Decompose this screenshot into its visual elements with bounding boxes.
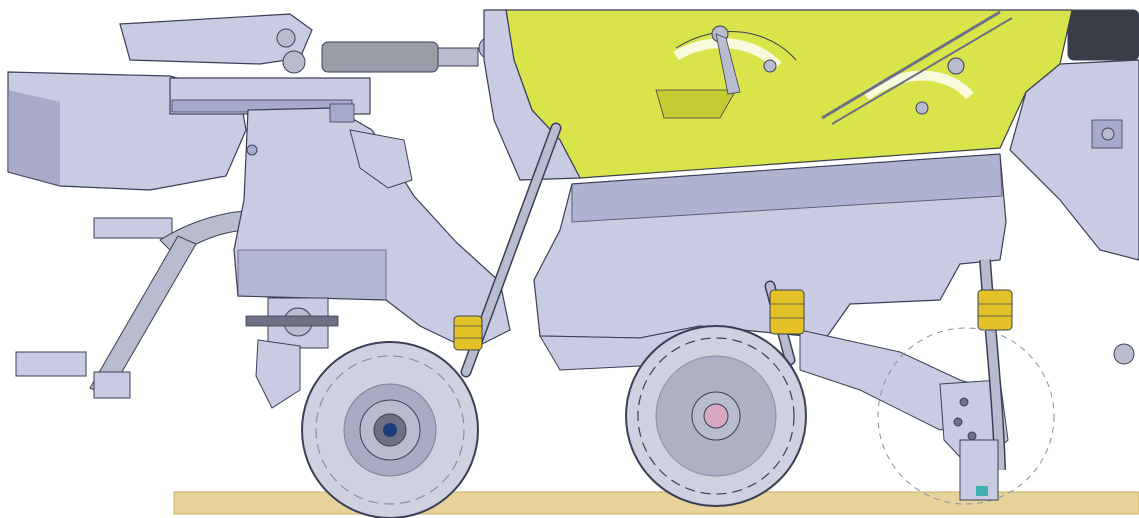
middle-wheel [625, 325, 807, 507]
front-wheel [301, 341, 479, 518]
depth-arm-lower [15, 235, 197, 399]
spring-right [977, 289, 1013, 331]
hopper-panel [505, 9, 1073, 179]
spring-mid [769, 289, 805, 335]
right-fittings [959, 343, 1135, 501]
coulter-body [233, 103, 511, 409]
main-body [533, 153, 1009, 471]
spring-left [453, 315, 483, 351]
rear-wheel [877, 327, 1055, 505]
